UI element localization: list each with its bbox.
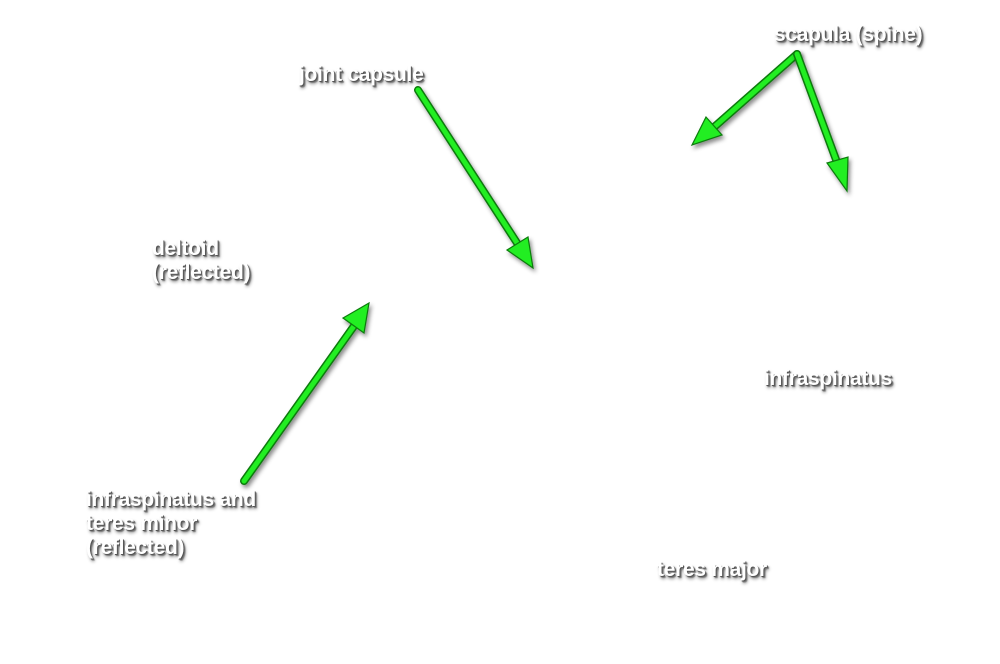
label-joint-capsule: joint capsule xyxy=(299,63,424,87)
label-infraspinatus-teres-minor-line-1: infraspinatus and xyxy=(86,488,256,511)
label-infraspinatus-text: infraspinatus xyxy=(764,367,892,390)
label-infraspinatus: infraspinatus xyxy=(764,367,892,391)
label-teres-major: teres major xyxy=(657,558,767,582)
infraspinatus-teres-minor-arrow xyxy=(240,301,370,485)
label-deltoid: deltoid (reflected) xyxy=(152,237,251,285)
label-infraspinatus-teres-minor-line-2: teres minor xyxy=(86,512,198,535)
joint-capsule-arrow xyxy=(414,86,534,270)
label-joint-capsule-text: joint capsule xyxy=(299,63,424,86)
label-scapula-spine-text: scapula (spine) xyxy=(774,23,923,46)
label-infraspinatus-teres-minor-line-3: (reflected) xyxy=(86,536,185,559)
scapula-spine-arrow-left xyxy=(690,50,801,147)
label-infraspinatus-teres-minor: infraspinatus and teres minor (reflected… xyxy=(86,488,256,560)
scapula-spine-arrow-right xyxy=(793,50,849,193)
label-scapula-spine: scapula (spine) xyxy=(774,23,923,47)
label-deltoid-line-2: (reflected) xyxy=(152,261,251,284)
label-deltoid-line-1: deltoid xyxy=(152,237,219,260)
label-teres-major-text: teres major xyxy=(657,558,767,581)
